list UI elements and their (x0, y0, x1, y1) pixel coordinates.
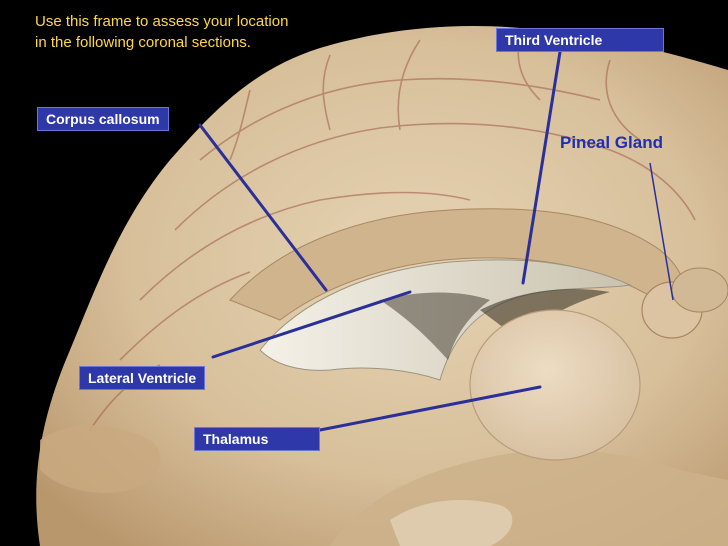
thalamus-shape (469, 309, 641, 461)
thalamus-label: Thalamus (194, 427, 320, 451)
instruction-text: Use this frame to assess your location i… (35, 11, 288, 53)
ventricle-shadow (380, 292, 490, 360)
third-ventricle-pointer (521, 50, 562, 285)
pointer-lines (198, 50, 562, 432)
third-ventricle-label: Third Ventricle (496, 28, 664, 52)
pineal-gland-label: Pineal Gland (560, 133, 663, 152)
lateral-ventricle-label: Lateral Ventricle (79, 366, 206, 390)
instruction-line-1: Use this frame to assess your location (35, 13, 289, 30)
pineal-pointer (649, 162, 674, 301)
frontal-fold (40, 425, 161, 494)
corpus-callosum-pointer (198, 123, 328, 292)
lateral-ventricle-pointer (211, 290, 412, 359)
instruction-line-2: in the following coronal sections. (35, 34, 251, 51)
corpus-callosum-label: Corpus callosum (37, 107, 169, 131)
thalamus-pointer (318, 385, 542, 432)
pons-region (390, 500, 513, 546)
